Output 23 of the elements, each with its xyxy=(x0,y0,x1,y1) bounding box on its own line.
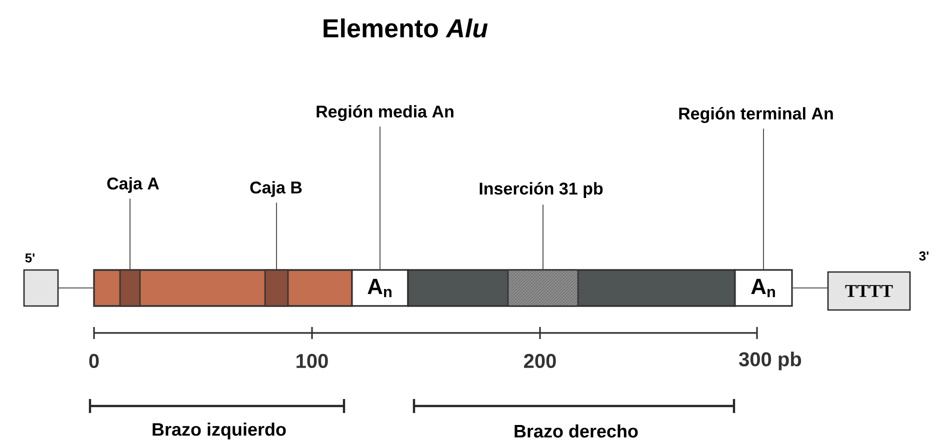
box-segment xyxy=(264,269,289,307)
region-label: Caja B xyxy=(250,181,302,197)
region-label: Región media An xyxy=(316,104,454,122)
arm-label: Brazo derecho xyxy=(514,424,638,438)
title: Elemento Alu xyxy=(324,18,488,38)
flanking-box xyxy=(23,269,59,307)
arm-label: Brazo izquierdo xyxy=(152,422,286,440)
scale-number: 200 xyxy=(524,354,556,368)
region-label: Región terminal An xyxy=(679,106,833,124)
poly-a-segment: A$_{n}$ xyxy=(734,269,793,307)
flanking-box: TTTT xyxy=(827,271,911,311)
region-label: Caja A xyxy=(107,177,159,193)
end-label: 5' xyxy=(25,253,34,263)
leader-line xyxy=(763,128,764,270)
leader-line xyxy=(276,202,277,270)
leader-line xyxy=(542,204,544,270)
scale-number: 0 xyxy=(89,354,99,368)
region-label: Inserción 31 pb xyxy=(480,182,603,198)
box-segment xyxy=(119,269,141,307)
end-label: 3' xyxy=(919,251,928,261)
scale-number: 300 pb xyxy=(739,352,802,370)
poly-a-segment: A$_{n}$ xyxy=(351,269,409,307)
scale-number: 100 xyxy=(296,354,328,368)
